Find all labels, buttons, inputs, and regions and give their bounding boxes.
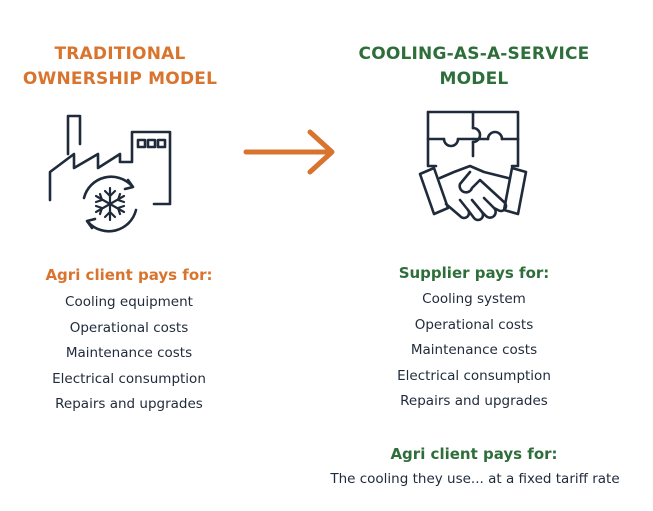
list-item: Operational costs bbox=[69, 319, 189, 336]
traditional-model-title: TRADITIONAL OWNERSHIP MODEL bbox=[12, 42, 228, 92]
list-item: Repairs and upgrades bbox=[55, 396, 203, 412]
factory-cooling-icon bbox=[48, 114, 172, 233]
title-line: MODEL bbox=[439, 69, 509, 89]
left-section-heading: Agri client pays for: bbox=[45, 266, 213, 284]
title-line: COOLING-AS-A-SERVICE bbox=[358, 44, 590, 64]
list-item: Maintenance costs bbox=[410, 342, 538, 358]
list-item: Electrical consumption bbox=[397, 367, 551, 384]
list-item: Electrical consumption bbox=[52, 370, 206, 387]
list-item: Cooling equipment bbox=[65, 294, 193, 310]
right-section-heading: Supplier pays for: bbox=[398, 264, 550, 282]
handshake-puzzle-icon bbox=[418, 110, 528, 222]
list-item: Cooling system bbox=[422, 291, 526, 307]
list-item: Operational costs bbox=[414, 316, 534, 333]
arrow-right-icon bbox=[243, 129, 335, 175]
list-item: Repairs and upgrades bbox=[400, 393, 548, 409]
title-line: OWNERSHIP MODEL bbox=[22, 69, 218, 89]
list-item: Maintenance costs bbox=[65, 345, 193, 361]
caas-cost-list: Cooling system Operational costs Mainten… bbox=[374, 287, 574, 415]
fixed-tariff-note: The cooling they use... at a fixed tarif… bbox=[330, 471, 620, 487]
traditional-cost-list: Cooling equipment Operational costs Main… bbox=[24, 290, 234, 418]
title-line: TRADITIONAL bbox=[54, 44, 186, 64]
caas-model-title: COOLING-AS-A-SERVICE MODEL bbox=[330, 42, 618, 92]
client-pays-heading: Agri client pays for: bbox=[390, 445, 558, 463]
